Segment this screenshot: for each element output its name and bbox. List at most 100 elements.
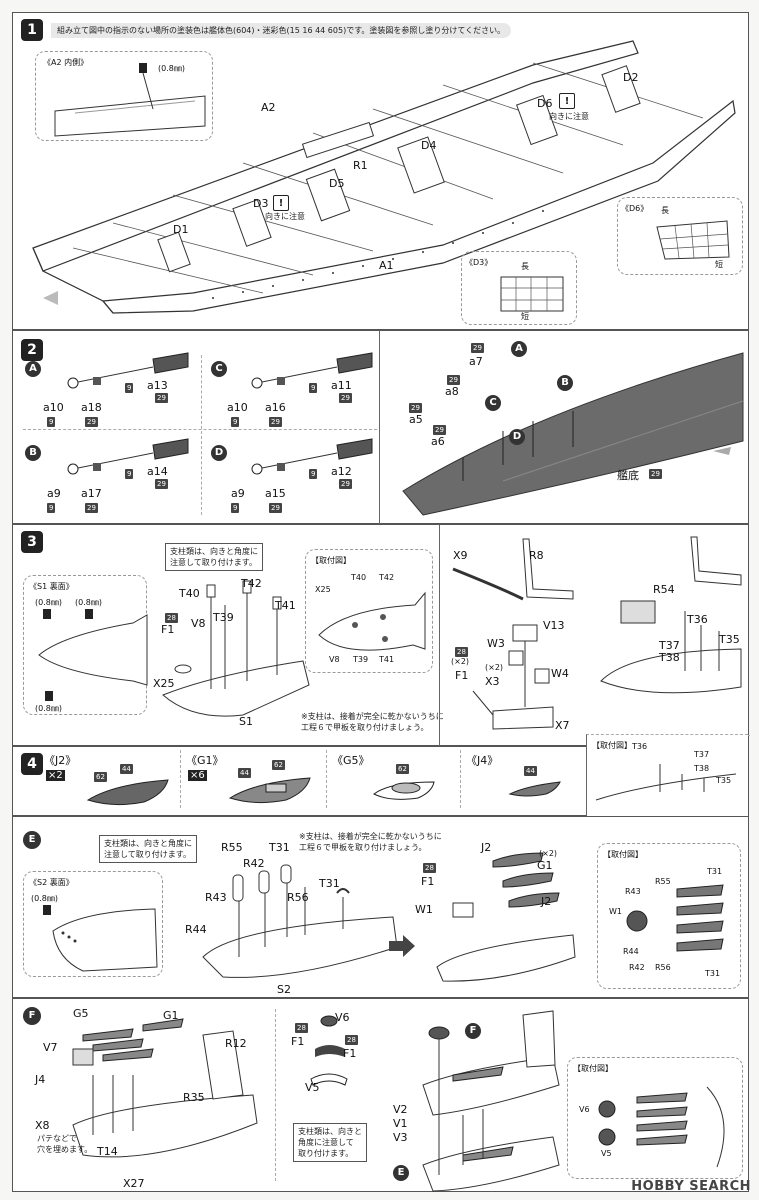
sF-part-V7: V7 xyxy=(43,1041,58,1054)
group-A-part-1: a10 xyxy=(43,401,64,414)
group-C-color-3: 9 xyxy=(309,383,318,393)
boat-J2-color-2: 44 xyxy=(120,764,133,774)
s3-part-T42: T42 xyxy=(241,577,262,590)
step3-divider-v xyxy=(439,525,440,747)
boat-div-1 xyxy=(180,750,181,808)
part-A1: A1 xyxy=(379,259,394,272)
sE-part-R55: R55 xyxy=(221,841,243,854)
sF-part-J4: J4 xyxy=(35,1073,46,1086)
sE-mount-R55: R55 xyxy=(655,877,671,886)
d6-inset-box xyxy=(617,197,743,275)
d3-short-label: 短 xyxy=(521,312,529,321)
hull-part-a8: a8 xyxy=(445,385,459,398)
step3-number: 3 xyxy=(21,531,43,553)
boat-J4-name: 《J4》 xyxy=(466,754,499,767)
sE-part-G1: G1 xyxy=(537,859,553,872)
sF-part-X27: X27 xyxy=(123,1177,145,1190)
s3-mount-title: 【取付図】 xyxy=(311,556,351,565)
sE-part-J2-b: J2 xyxy=(541,895,552,908)
hull-part-a5: a5 xyxy=(409,413,423,426)
step-arrow-icon xyxy=(389,935,415,957)
s3-f1-mult: (×2) xyxy=(451,657,470,666)
group-A-badge: A xyxy=(25,361,41,377)
sF-part-G5: G5 xyxy=(73,1007,89,1020)
sF-mount-drawing xyxy=(598,1086,725,1168)
s3-mount-drawing xyxy=(318,591,426,651)
sE-part-R56: R56 xyxy=(287,891,309,904)
s2-inset-box xyxy=(23,871,163,977)
sE-f1-color: 28 xyxy=(423,863,436,873)
hull-group-D-badge: D xyxy=(509,429,525,445)
group-B-color-1: 9 xyxy=(47,503,56,513)
s2-hole-size: (0.8㎜) xyxy=(31,894,58,903)
sF-part-V3: V3 xyxy=(393,1131,408,1144)
group-D-color-3: 9 xyxy=(309,469,318,479)
boat-G1-mult: ×6 xyxy=(188,770,207,781)
group-B-drawing xyxy=(67,438,189,475)
sE-mount-drawing xyxy=(626,884,724,952)
group-D-badge: D xyxy=(211,445,227,461)
watermark: HOBBY SEARCH xyxy=(631,1179,751,1194)
v13-assembly-drawing xyxy=(472,624,554,730)
group-D-color-2: 29 xyxy=(269,503,282,513)
sF-part-F1: F1 xyxy=(291,1035,305,1048)
s3-mount2-box xyxy=(586,734,748,816)
sF-f1-color-2: 28 xyxy=(345,1035,358,1045)
part-D2: D2 xyxy=(623,71,639,84)
sE-part-R43: R43 xyxy=(205,891,227,904)
sF-part-V6: V6 xyxy=(335,1011,350,1024)
group-C-color-1: 9 xyxy=(231,417,240,427)
boat-J4-color-1: 44 xyxy=(524,766,537,776)
a2-inset-size: (0.8㎜) xyxy=(158,64,185,73)
stepE-badge: E xyxy=(23,831,41,849)
s3-mount2-T37: T37 xyxy=(694,750,710,759)
sE-mount-R42: R42 xyxy=(629,963,645,972)
stepE-note: ※支柱は、接着が完全に乾かないうちに 工程６で甲板を取り付けましょう。 xyxy=(299,832,442,852)
part-A2: A2 xyxy=(261,101,276,114)
d3-caution-text: 向きに注意 xyxy=(265,212,305,221)
sE-mount-title: 【取付図】 xyxy=(603,850,643,859)
sE-part-W1: W1 xyxy=(415,903,433,916)
group-D-color-1: 9 xyxy=(231,503,240,513)
sF-part-T14: T14 xyxy=(97,1145,118,1158)
group-A-color-1: 9 xyxy=(47,417,56,427)
stepF-badge: F xyxy=(23,1007,41,1025)
s3-part-T40: T40 xyxy=(179,587,200,600)
s3-mount2-title: 【取付図】 xyxy=(592,741,632,750)
hull-group-C-badge: C xyxy=(485,395,501,411)
s1-assembly-drawing xyxy=(162,580,310,717)
group-D-part-1: a9 xyxy=(231,487,245,500)
step3-note: ※支柱は、接着が完全に乾かないうちに 工程６で甲板を取り付けましょう。 xyxy=(301,712,444,732)
sF-part-F1-b: F1 xyxy=(343,1047,357,1060)
boat-G5-drawing xyxy=(373,781,435,800)
s3-part-X9: X9 xyxy=(453,549,468,562)
sE-part-T31-b: T31 xyxy=(319,877,340,890)
s3-f1b-color: 28 xyxy=(455,647,468,657)
sE-part-J2: J2 xyxy=(481,841,492,854)
sE-part-R42: R42 xyxy=(243,857,265,870)
boat-J2-color-1: 62 xyxy=(94,772,107,782)
sF-caution: 支柱類は、向きと 角度に注意して 取り付けます。 xyxy=(293,1123,367,1162)
group-D-color-4: 29 xyxy=(339,479,352,489)
d3-inset-box xyxy=(461,251,577,325)
sF-part-V5: V5 xyxy=(305,1081,320,1094)
s3-part-T39: T39 xyxy=(213,611,234,624)
group-C-part-2: a16 xyxy=(265,401,286,414)
s3-part-S1: S1 xyxy=(239,715,253,728)
group-B-color-4: 29 xyxy=(155,479,168,489)
sF-right-E-badge: E xyxy=(393,1165,409,1181)
step1-hull-drawing xyxy=(32,40,736,314)
sE-mount-W1: W1 xyxy=(609,907,622,916)
group-C-color-2: 29 xyxy=(269,417,282,427)
step3-panel: 3 支柱類は、向きと角度に 注意して取り付けます。 《S1 裏面》 (0.8㎜)… xyxy=(12,524,750,747)
s3-mount2-T36: T36 xyxy=(632,742,648,751)
group-B-badge: B xyxy=(25,445,41,461)
sF-part-V2: V2 xyxy=(393,1103,408,1116)
s3-mount2-T35: T35 xyxy=(716,776,732,785)
step3-caution: 支柱類は、向きと角度に 注意して取り付けます。 xyxy=(165,543,263,571)
step4-number: 4 xyxy=(21,753,43,775)
boat-J2-drawing xyxy=(86,779,169,806)
group-B-part-3: a14 xyxy=(147,465,168,478)
caution-icon-d3: ! xyxy=(273,195,289,211)
step2-divider xyxy=(23,429,377,430)
